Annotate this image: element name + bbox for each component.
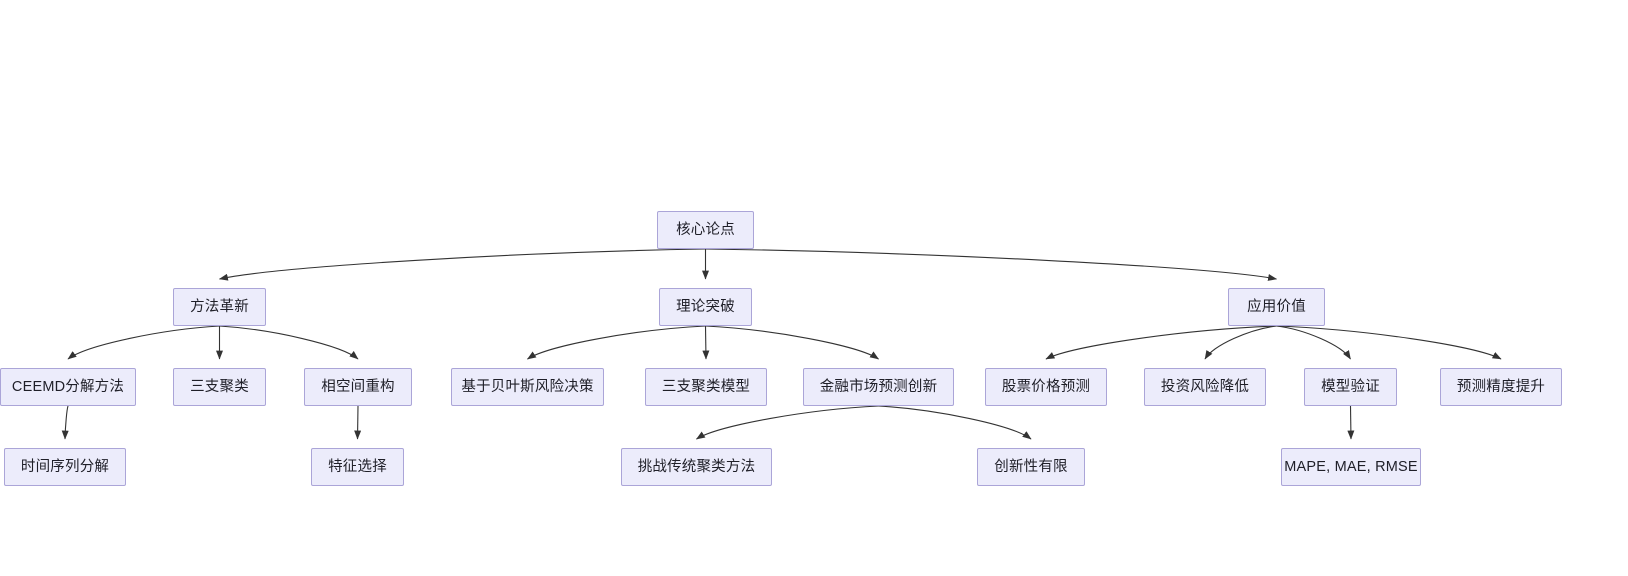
node-label: CEEMD分解方法: [11, 378, 125, 395]
edge-l1b-to-l2d: [526, 325, 706, 360]
node-label: 三支聚类: [190, 378, 249, 395]
node-l3e[interactable]: MAPE, MAE, RMSE: [1281, 448, 1421, 486]
node-label: 创新性有限: [994, 458, 1068, 475]
node-l2d[interactable]: 基于贝叶斯风险决策: [451, 368, 604, 406]
edge-root-to-l1c: [705, 248, 1278, 281]
edge-l1a-to-l2a: [67, 325, 220, 360]
node-label: 理论突破: [676, 298, 735, 315]
node-label: 应用价值: [1247, 298, 1306, 315]
node-label: 三支聚类模型: [661, 378, 751, 395]
node-label: 特征选择: [328, 458, 387, 475]
node-label: MAPE, MAE, RMSE: [1284, 458, 1418, 475]
edges-group: [61, 248, 1502, 440]
node-l1a[interactable]: 方法革新: [173, 288, 266, 326]
edge-l1c-to-l2h: [1204, 325, 1277, 360]
edge-l1c-to-l2i: [1276, 325, 1351, 360]
node-label: 投资风险降低: [1160, 378, 1250, 395]
node-label: 挑战传统聚类方法: [637, 458, 756, 475]
node-l3b[interactable]: 特征选择: [311, 448, 404, 486]
node-l1b[interactable]: 理论突破: [659, 288, 752, 326]
node-l2g[interactable]: 股票价格预测: [985, 368, 1107, 406]
node-label: 股票价格预测: [1001, 378, 1091, 395]
edge-l1b-to-l2e: [702, 325, 710, 360]
edge-root-to-l1a: [218, 248, 706, 281]
node-l2h[interactable]: 投资风险降低: [1144, 368, 1266, 406]
node-l3c[interactable]: 挑战传统聚类方法: [621, 448, 772, 486]
node-label: 金融市场预测创新: [819, 378, 938, 395]
node-l2a[interactable]: CEEMD分解方法: [0, 368, 136, 406]
node-l2j[interactable]: 预测精度提升: [1440, 368, 1562, 406]
node-l3a[interactable]: 时间序列分解: [4, 448, 126, 486]
edge-l1a-to-l2c: [219, 325, 359, 360]
node-label: 预测精度提升: [1456, 378, 1546, 395]
node-label: 时间序列分解: [20, 458, 110, 475]
node-root[interactable]: 核心论点: [657, 211, 754, 249]
node-l2c[interactable]: 相空间重构: [304, 368, 412, 406]
edge-l1c-to-l2j: [1276, 325, 1502, 360]
node-l1c[interactable]: 应用价值: [1228, 288, 1325, 326]
node-l2e[interactable]: 三支聚类模型: [645, 368, 767, 406]
node-l2i[interactable]: 模型验证: [1304, 368, 1397, 406]
node-label: 核心论点: [676, 221, 735, 238]
node-label: 方法革新: [190, 298, 249, 315]
edge-l1b-to-l2f: [705, 325, 879, 360]
node-l3d[interactable]: 创新性有限: [977, 448, 1085, 486]
edge-l2f-to-l3d: [878, 405, 1032, 440]
edge-l2c-to-l3b: [354, 405, 362, 440]
node-label: 相空间重构: [321, 378, 395, 395]
node-label: 基于贝叶斯风险决策: [461, 378, 594, 395]
edge-l1c-to-l2g: [1045, 325, 1277, 360]
edge-l2i-to-l3e: [1347, 405, 1355, 440]
edge-l2f-to-l3c: [695, 405, 879, 440]
edge-l2a-to-l3a: [61, 405, 69, 440]
node-label: 模型验证: [1321, 378, 1380, 395]
node-l2f[interactable]: 金融市场预测创新: [803, 368, 954, 406]
node-l2b[interactable]: 三支聚类: [173, 368, 266, 406]
